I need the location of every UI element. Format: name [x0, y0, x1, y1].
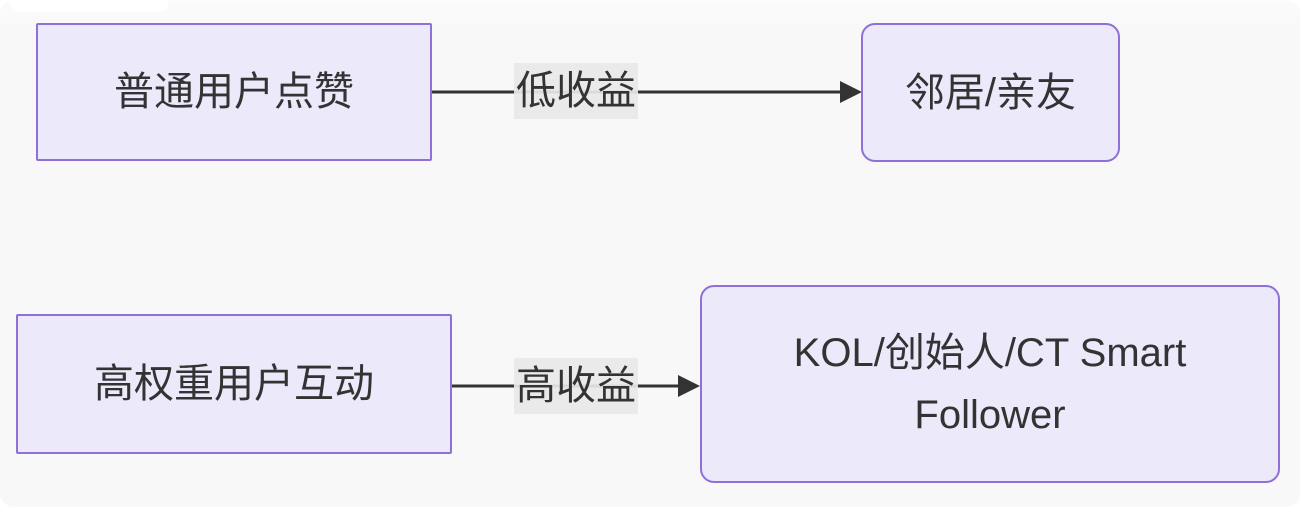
- node-label: 邻居/亲友: [904, 70, 1077, 115]
- arrowhead-icon: [678, 375, 700, 397]
- node-high-weight-user-interaction: 高权重用户互动: [16, 314, 452, 454]
- arrow-low-yield: [432, 81, 862, 103]
- node-neighbors-relatives: 邻居/亲友: [861, 23, 1120, 162]
- node-ordinary-user-likes: 普通用户点赞: [36, 23, 432, 161]
- top-left-partial-panel: [10, 0, 168, 12]
- edge-label-high-yield: 高收益: [514, 358, 638, 414]
- arrowhead-icon: [840, 81, 862, 103]
- node-label: KOL/创始人/CT Smart Follower: [793, 331, 1187, 437]
- edge-label-low-yield: 低收益: [514, 63, 638, 119]
- node-label: 普通用户点赞: [114, 70, 354, 114]
- node-kol-smart-follower: KOL/创始人/CT Smart Follower: [700, 285, 1280, 483]
- node-label: 高权重用户互动: [94, 362, 374, 406]
